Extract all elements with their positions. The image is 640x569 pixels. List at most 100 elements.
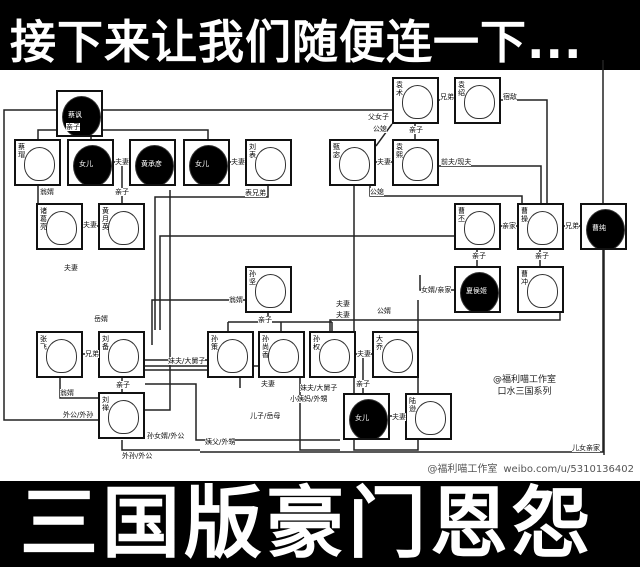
portrait-icon — [527, 274, 558, 308]
person-node: 袁术 — [392, 77, 439, 124]
person-node: 孙权 — [309, 331, 356, 378]
relation-label: 前夫/现夫 — [441, 158, 472, 166]
portrait-icon — [24, 147, 55, 181]
relation-label: 妹夫/大舅子 — [300, 384, 338, 392]
person-node: 夏侯姬 — [454, 266, 501, 313]
person-name: 蔡瑁 — [18, 143, 25, 159]
line-huang-couple — [114, 161, 129, 203]
portrait-icon — [46, 339, 77, 373]
relation-label: 姨父/外甥 — [205, 438, 236, 446]
line-yuanshao-rival — [501, 99, 548, 203]
portrait-icon — [217, 339, 248, 373]
portrait-icon — [402, 147, 433, 181]
portrait-icon — [108, 211, 139, 245]
relation-label: 外孙/外公 — [122, 452, 153, 460]
relation-label: 儿女亲家 — [572, 444, 600, 452]
portrait-icon — [108, 400, 139, 434]
footer-title: 三国版豪门恩怨 — [20, 479, 595, 569]
relation-label: 外公/外孙 — [63, 411, 94, 419]
relation-label: 亲子 — [116, 381, 130, 389]
person-node: 甄宓 — [329, 139, 376, 186]
relation-label: 亲子 — [115, 188, 129, 196]
person-name: 夏侯姬 — [466, 287, 487, 295]
relation-label: 亲子 — [356, 380, 370, 388]
portrait-icon — [402, 85, 433, 119]
person-node: 黄承彦 — [129, 139, 176, 186]
portrait-icon — [382, 339, 413, 373]
relation-label: 公婿 — [377, 307, 391, 315]
person-node: 张飞 — [36, 331, 83, 378]
portrait-icon — [73, 145, 112, 184]
header-title: 接下来让我们随便连一下... — [10, 15, 583, 69]
person-node: 陆逊 — [405, 393, 452, 440]
person-name: 陆逊 — [409, 397, 416, 413]
footer-banner: 三国版豪门恩怨 — [0, 481, 640, 567]
person-node: 女儿 — [183, 139, 230, 186]
portrait-icon — [268, 339, 299, 373]
portrait-icon — [464, 85, 495, 119]
person-node: 刘禅 — [98, 392, 145, 439]
person-node: 女儿 — [67, 139, 114, 186]
line-liushan-down — [121, 440, 200, 451]
relation-label: 宿敌 — [503, 93, 517, 101]
person-name: 女儿 — [195, 160, 209, 168]
person-node: 诸葛亮 — [36, 203, 83, 250]
relation-label: 亲子 — [258, 316, 272, 324]
person-name: 孙权 — [313, 335, 320, 351]
credit-line-1: @福利喵工作室 — [493, 375, 557, 385]
relation-label: 亲家 — [502, 222, 516, 230]
relation-label: 亲子 — [535, 252, 549, 260]
person-node: 曹冲 — [517, 266, 564, 313]
person-name: 刘备 — [102, 335, 109, 351]
person-name: 曹操 — [521, 207, 528, 223]
person-node: 袁绍 — [454, 77, 501, 124]
person-node: 刘表 — [245, 139, 292, 186]
portrait-icon — [135, 145, 174, 184]
line-xiahou-long — [159, 235, 454, 330]
portrait-icon — [527, 211, 558, 245]
relation-label: 夫妻 — [357, 350, 371, 358]
portrait-icon — [586, 209, 625, 248]
line-cao-children — [476, 250, 541, 266]
person-name: 孙尚香 — [262, 335, 269, 359]
line-zhangfei-in-law — [59, 378, 98, 399]
portrait-icon — [415, 401, 446, 435]
relation-label: 夫妻 — [231, 158, 245, 166]
header-banner: 接下来让我们随便连一下... — [0, 0, 640, 70]
portrait-icon — [460, 272, 499, 311]
person-node: 孙策 — [207, 331, 254, 378]
person-name: 曹冲 — [521, 270, 528, 286]
relation-label: 亲子 — [472, 252, 486, 260]
person-name: 曹纯 — [592, 224, 606, 232]
person-name: 黄承彦 — [141, 160, 162, 168]
relation-label: 夫妻 — [336, 300, 350, 308]
credit-line-2: 口水三国系列 — [497, 387, 552, 397]
weibo-watermark: @福利喵工作室 weibo.com/u/5310136402 — [427, 464, 634, 476]
relation-label: 夫妻 — [115, 158, 129, 166]
portrait-icon — [189, 145, 228, 184]
person-node: 刘备 — [98, 331, 145, 378]
person-node: 蔡瑁 — [14, 139, 61, 186]
relation-label: 父女子 — [368, 113, 389, 121]
line-liushan-up — [145, 190, 171, 411]
relation-label: 亲子 — [66, 123, 80, 131]
relation-label: 翁婿 — [40, 188, 54, 196]
person-name: 张飞 — [40, 335, 47, 351]
relation-label: 夫妻 — [377, 158, 391, 166]
line-yuanshu-long — [3, 109, 392, 421]
relation-label: 兄弟 — [565, 222, 579, 230]
line-zhenfu-in-law — [375, 123, 393, 147]
person-name: 袁绍 — [458, 81, 465, 97]
relation-label: 夫妻 — [261, 380, 275, 388]
weibo-handle: @福利喵工作室 — [427, 464, 498, 475]
person-node: 孙尚香 — [258, 331, 305, 378]
relation-label: 小姨妈/外甥 — [290, 395, 328, 403]
portrait-icon — [46, 211, 77, 245]
relation-label: 夫妻 — [83, 221, 97, 229]
portrait-icon — [464, 211, 495, 245]
relation-label: 表兄弟 — [245, 189, 266, 197]
relation-label: 孙女婿/外公 — [147, 432, 185, 440]
person-name: 刘表 — [249, 143, 256, 159]
relation-label: 儿子/岳母 — [250, 412, 281, 420]
person-name: 蔡讽 — [68, 111, 82, 119]
